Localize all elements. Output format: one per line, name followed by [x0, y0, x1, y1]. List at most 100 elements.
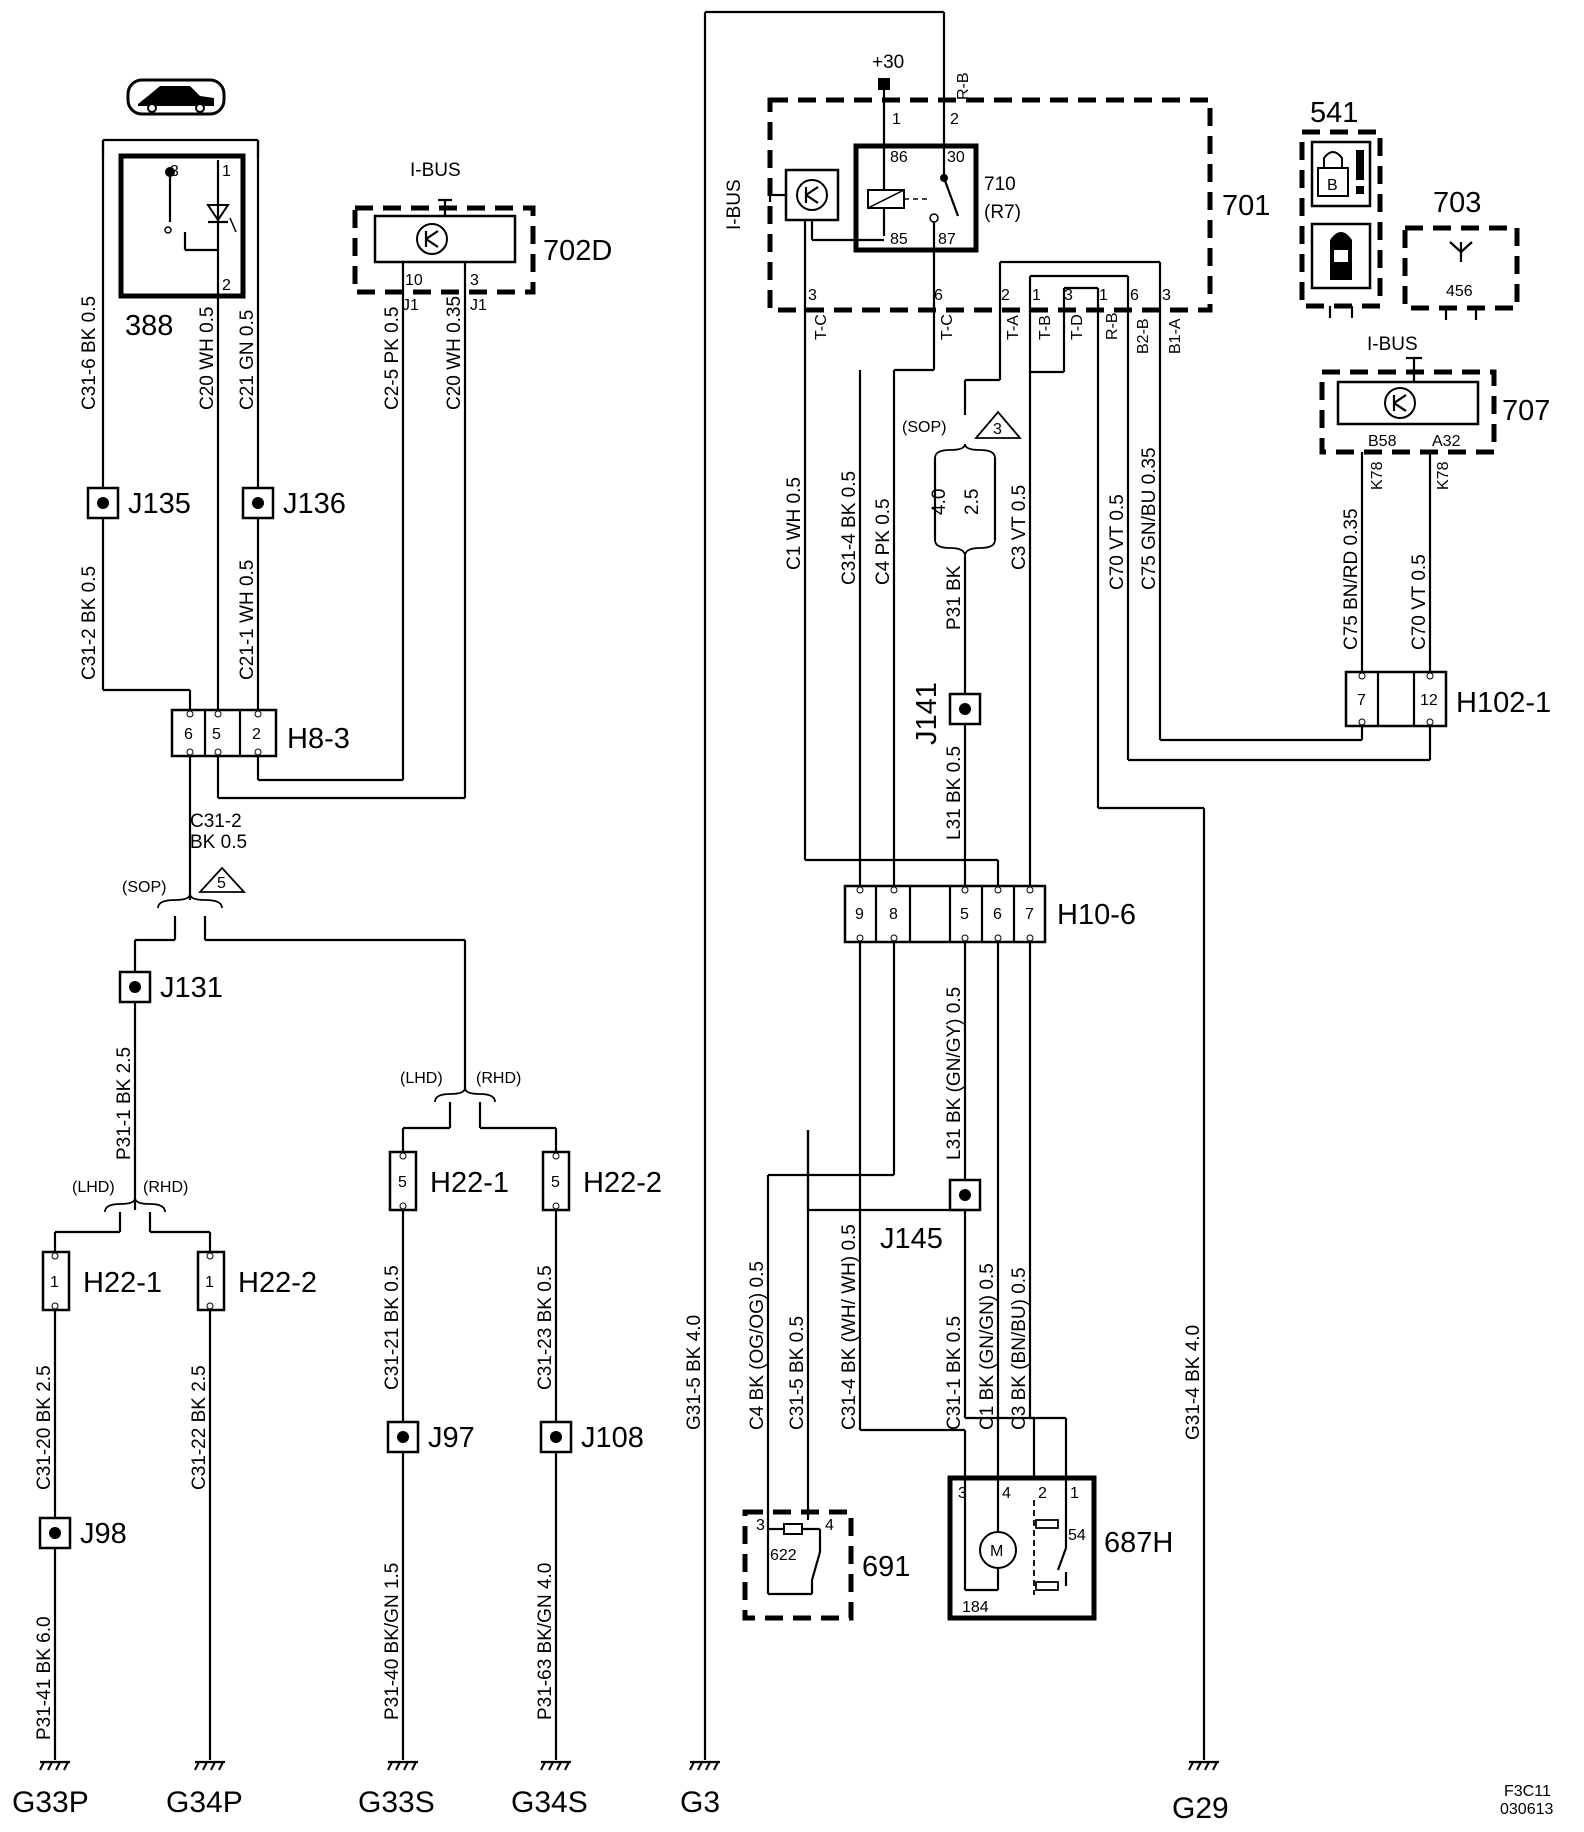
wire-label: C31-4 BK 0.5 [839, 471, 860, 585]
wire-label: K78 [1369, 461, 1386, 490]
rhd-label: (RHD) [476, 1070, 521, 1087]
junction-label: J141 [911, 682, 943, 745]
sop-label: (SOP) [122, 879, 166, 896]
pin-label: 1 [892, 111, 901, 128]
wire-label: J1 [402, 297, 419, 314]
component-label-388: 388 [125, 310, 173, 342]
connector-label: H8-3 [287, 723, 350, 755]
warning-triangle-icon [197, 866, 247, 893]
component-label-702d: 702D [543, 235, 612, 267]
component-703 [1402, 225, 1520, 320]
pin-label: 85 [890, 231, 908, 248]
pin-label: 1 [222, 163, 231, 180]
pin-label: 10 [405, 272, 423, 289]
pin-label: 3 [808, 287, 817, 304]
component-707 [1319, 356, 1497, 455]
wire-label: B1-A [1167, 318, 1184, 354]
wire-label: C75 GN/BU 0.35 [1139, 447, 1160, 590]
pin-label: 1 [205, 1274, 214, 1291]
ground-icon [39, 1760, 70, 1771]
junction-label: J145 [880, 1223, 943, 1255]
pin-label: 86 [890, 149, 908, 166]
pin-label: 3 [1064, 287, 1073, 304]
component-label-710: 710 [984, 174, 1016, 195]
pin-label: 1 [50, 1274, 59, 1291]
pin-label: 1 [1070, 1485, 1079, 1502]
wire-label: C4 BK (OG/OG) 0.5 [747, 1261, 768, 1430]
wire-label: C70 VT 0.5 [1107, 494, 1128, 590]
motor-687h [947, 1475, 1097, 1621]
pin-label: 2 [1001, 287, 1010, 304]
wire-label: R-B [1104, 312, 1121, 340]
ground-label: G29 [1172, 1792, 1229, 1825]
wire-label: C70 VT 0.5 [1409, 554, 1430, 650]
ground-label: G3 [680, 1786, 720, 1819]
component-label-701: 701 [1222, 190, 1270, 222]
ground-icon [689, 1760, 720, 1771]
wire-label: C75 BN/RD 0.35 [1341, 508, 1362, 650]
ground-label: G34P [166, 1786, 243, 1819]
wire-label: G31-5 BK 4.0 [684, 1315, 705, 1430]
switch-691 [742, 1500, 854, 1621]
pin-label: A32 [1432, 433, 1461, 450]
wire-label: C31-22 BK 2.5 [189, 1365, 210, 1490]
pin-label: 5 [551, 1174, 560, 1191]
wire-label: C21 GN 0.5 [237, 310, 258, 410]
wire-label: C4 PK 0.5 [873, 498, 894, 585]
ground-icon [540, 1760, 571, 1771]
wire-label: C31-2 BK 0.5 [79, 566, 100, 680]
junction-j108 [539, 1420, 573, 1454]
pin-label: 2 [222, 277, 231, 294]
triangle-note: 3 [993, 421, 1002, 438]
part-number: 184 [962, 1599, 989, 1616]
document-date-code: 030613 [1500, 1801, 1553, 1818]
wire-label: G31-4 BK 4.0 [1183, 1325, 1204, 1440]
pin-label: 2 [252, 726, 261, 743]
wire-label: 2.5 [962, 489, 983, 515]
document-code: F3C11 [1504, 1783, 1551, 1800]
lhd-label: (LHD) [400, 1070, 443, 1087]
part-number: 622 [770, 1547, 797, 1564]
pin-label: 2 [1038, 1485, 1047, 1502]
pin-label: 12 [1420, 692, 1438, 709]
ibus-label: I-BUS [1367, 334, 1418, 355]
module-701 [767, 97, 1213, 313]
relay-710 [853, 143, 979, 253]
pin-label: 1 [1032, 287, 1041, 304]
wire-label: C31-4 BK (WH/ WH) 0.5 [839, 1224, 860, 1430]
part-number: 54 [1068, 1527, 1086, 1544]
component-label-707: 707 [1502, 395, 1550, 427]
wire-label: P31-41 BK 6.0 [34, 1616, 55, 1740]
component-label-541: 541 [1310, 97, 1358, 129]
lhd-label: (LHD) [72, 1179, 115, 1196]
pin-label: 4 [1002, 1485, 1011, 1502]
ground-label: G34S [511, 1786, 588, 1819]
junction-label: J136 [283, 488, 346, 520]
power-label: +30 [872, 52, 904, 73]
wire-label: P31-1 BK 2.5 [114, 1047, 135, 1160]
junction-j98 [38, 1516, 72, 1550]
wire-label: C2-5 PK 0.5 [382, 307, 403, 411]
pin-label: 6 [993, 906, 1002, 923]
wire-label: T-C [813, 314, 830, 340]
wire-label: C20 WH 0.5 [197, 307, 218, 410]
pin-label: 7 [1357, 692, 1366, 709]
pin-label: 5 [212, 726, 221, 743]
ibus-label: I-BUS [410, 160, 461, 181]
wire-label: B2-B [1135, 318, 1152, 354]
pin-label: 6 [934, 287, 943, 304]
pin-label: 87 [938, 231, 956, 248]
wire-label: L31 BK (GN/GY) 0.5 [944, 987, 965, 1160]
wire-label: R-B [955, 72, 972, 100]
component-541 [1299, 129, 1383, 318]
junction-label: J97 [428, 1422, 475, 1454]
pin-label: 5 [398, 1174, 407, 1191]
wire-label: T-D [1069, 314, 1086, 340]
junction-j145 [948, 1178, 982, 1212]
ibus-label: I-BUS [724, 179, 745, 230]
wire-label: P31-63 BK/GN 4.0 [535, 1563, 556, 1720]
wire-label: BK 0.5 [190, 832, 247, 853]
component-label-691: 691 [862, 1551, 910, 1583]
wire-label: C31-5 BK 0.5 [787, 1316, 808, 1430]
